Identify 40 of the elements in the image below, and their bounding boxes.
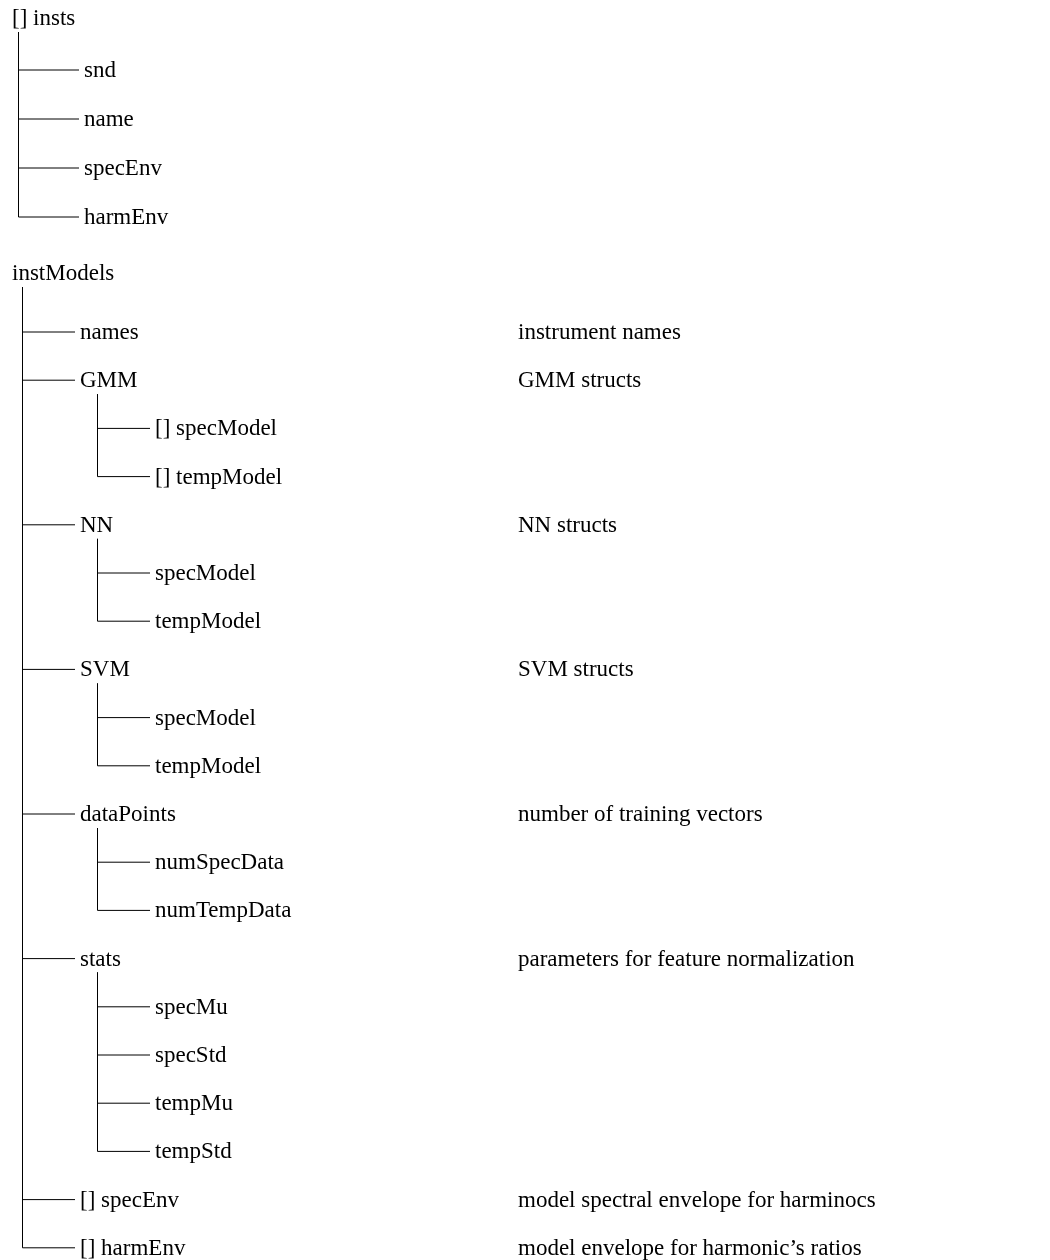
tree-label: numSpecData bbox=[155, 849, 284, 875]
tree-label: dataPoints bbox=[80, 801, 176, 826]
tree-label: names bbox=[80, 319, 139, 344]
tree-label: tempModel bbox=[155, 608, 262, 634]
description-text: instrument names bbox=[518, 318, 681, 346]
tree-label: GMM bbox=[80, 367, 138, 393]
tree-label: tempStd bbox=[155, 1138, 232, 1164]
tree-label: specEnv bbox=[84, 155, 162, 180]
tree-connector bbox=[97, 827, 151, 911]
description-text: SVM structs bbox=[518, 655, 634, 684]
tree-connector bbox=[97, 972, 151, 1152]
tree-label: [] harmEnv bbox=[80, 1234, 186, 1260]
tree-connector bbox=[97, 682, 151, 767]
tree-label: [] tempModel bbox=[155, 463, 283, 489]
tree-label: name bbox=[84, 106, 134, 131]
tree-label: specModel bbox=[155, 560, 256, 585]
description-text: model envelope for harmonic’s ratios bbox=[518, 1233, 862, 1260]
tree-label: tempMu bbox=[155, 1090, 233, 1116]
tree-label: instModels bbox=[12, 260, 115, 285]
tree-label: [] insts bbox=[12, 5, 76, 30]
tree-label: specMu bbox=[155, 993, 228, 1019]
tree-label: NN bbox=[80, 511, 114, 537]
description-text: GMM structs bbox=[518, 366, 642, 395]
tree-label: [] specModel bbox=[155, 415, 277, 441]
tree-label: specStd bbox=[155, 1042, 227, 1067]
tree-label: harmEnv bbox=[84, 204, 169, 229]
tree-label: snd bbox=[84, 57, 116, 82]
description-text: parameters for feature normalization bbox=[518, 944, 855, 973]
tree-label: tempModel bbox=[155, 752, 262, 778]
tree-connector bbox=[97, 538, 151, 622]
tree-connector bbox=[18, 31, 80, 218]
description-text: number of training vectors bbox=[518, 800, 763, 828]
tree-label: SVM bbox=[80, 656, 130, 682]
tree-label: stats bbox=[80, 945, 121, 971]
tree-label: specModel bbox=[155, 704, 256, 730]
tree-label: [] specEnv bbox=[80, 1186, 179, 1212]
description-text: model spectral envelope for harminocs bbox=[518, 1185, 876, 1214]
description-text: NN structs bbox=[518, 510, 618, 539]
tree-label: numTempData bbox=[155, 897, 292, 923]
tree-connector bbox=[97, 393, 151, 478]
